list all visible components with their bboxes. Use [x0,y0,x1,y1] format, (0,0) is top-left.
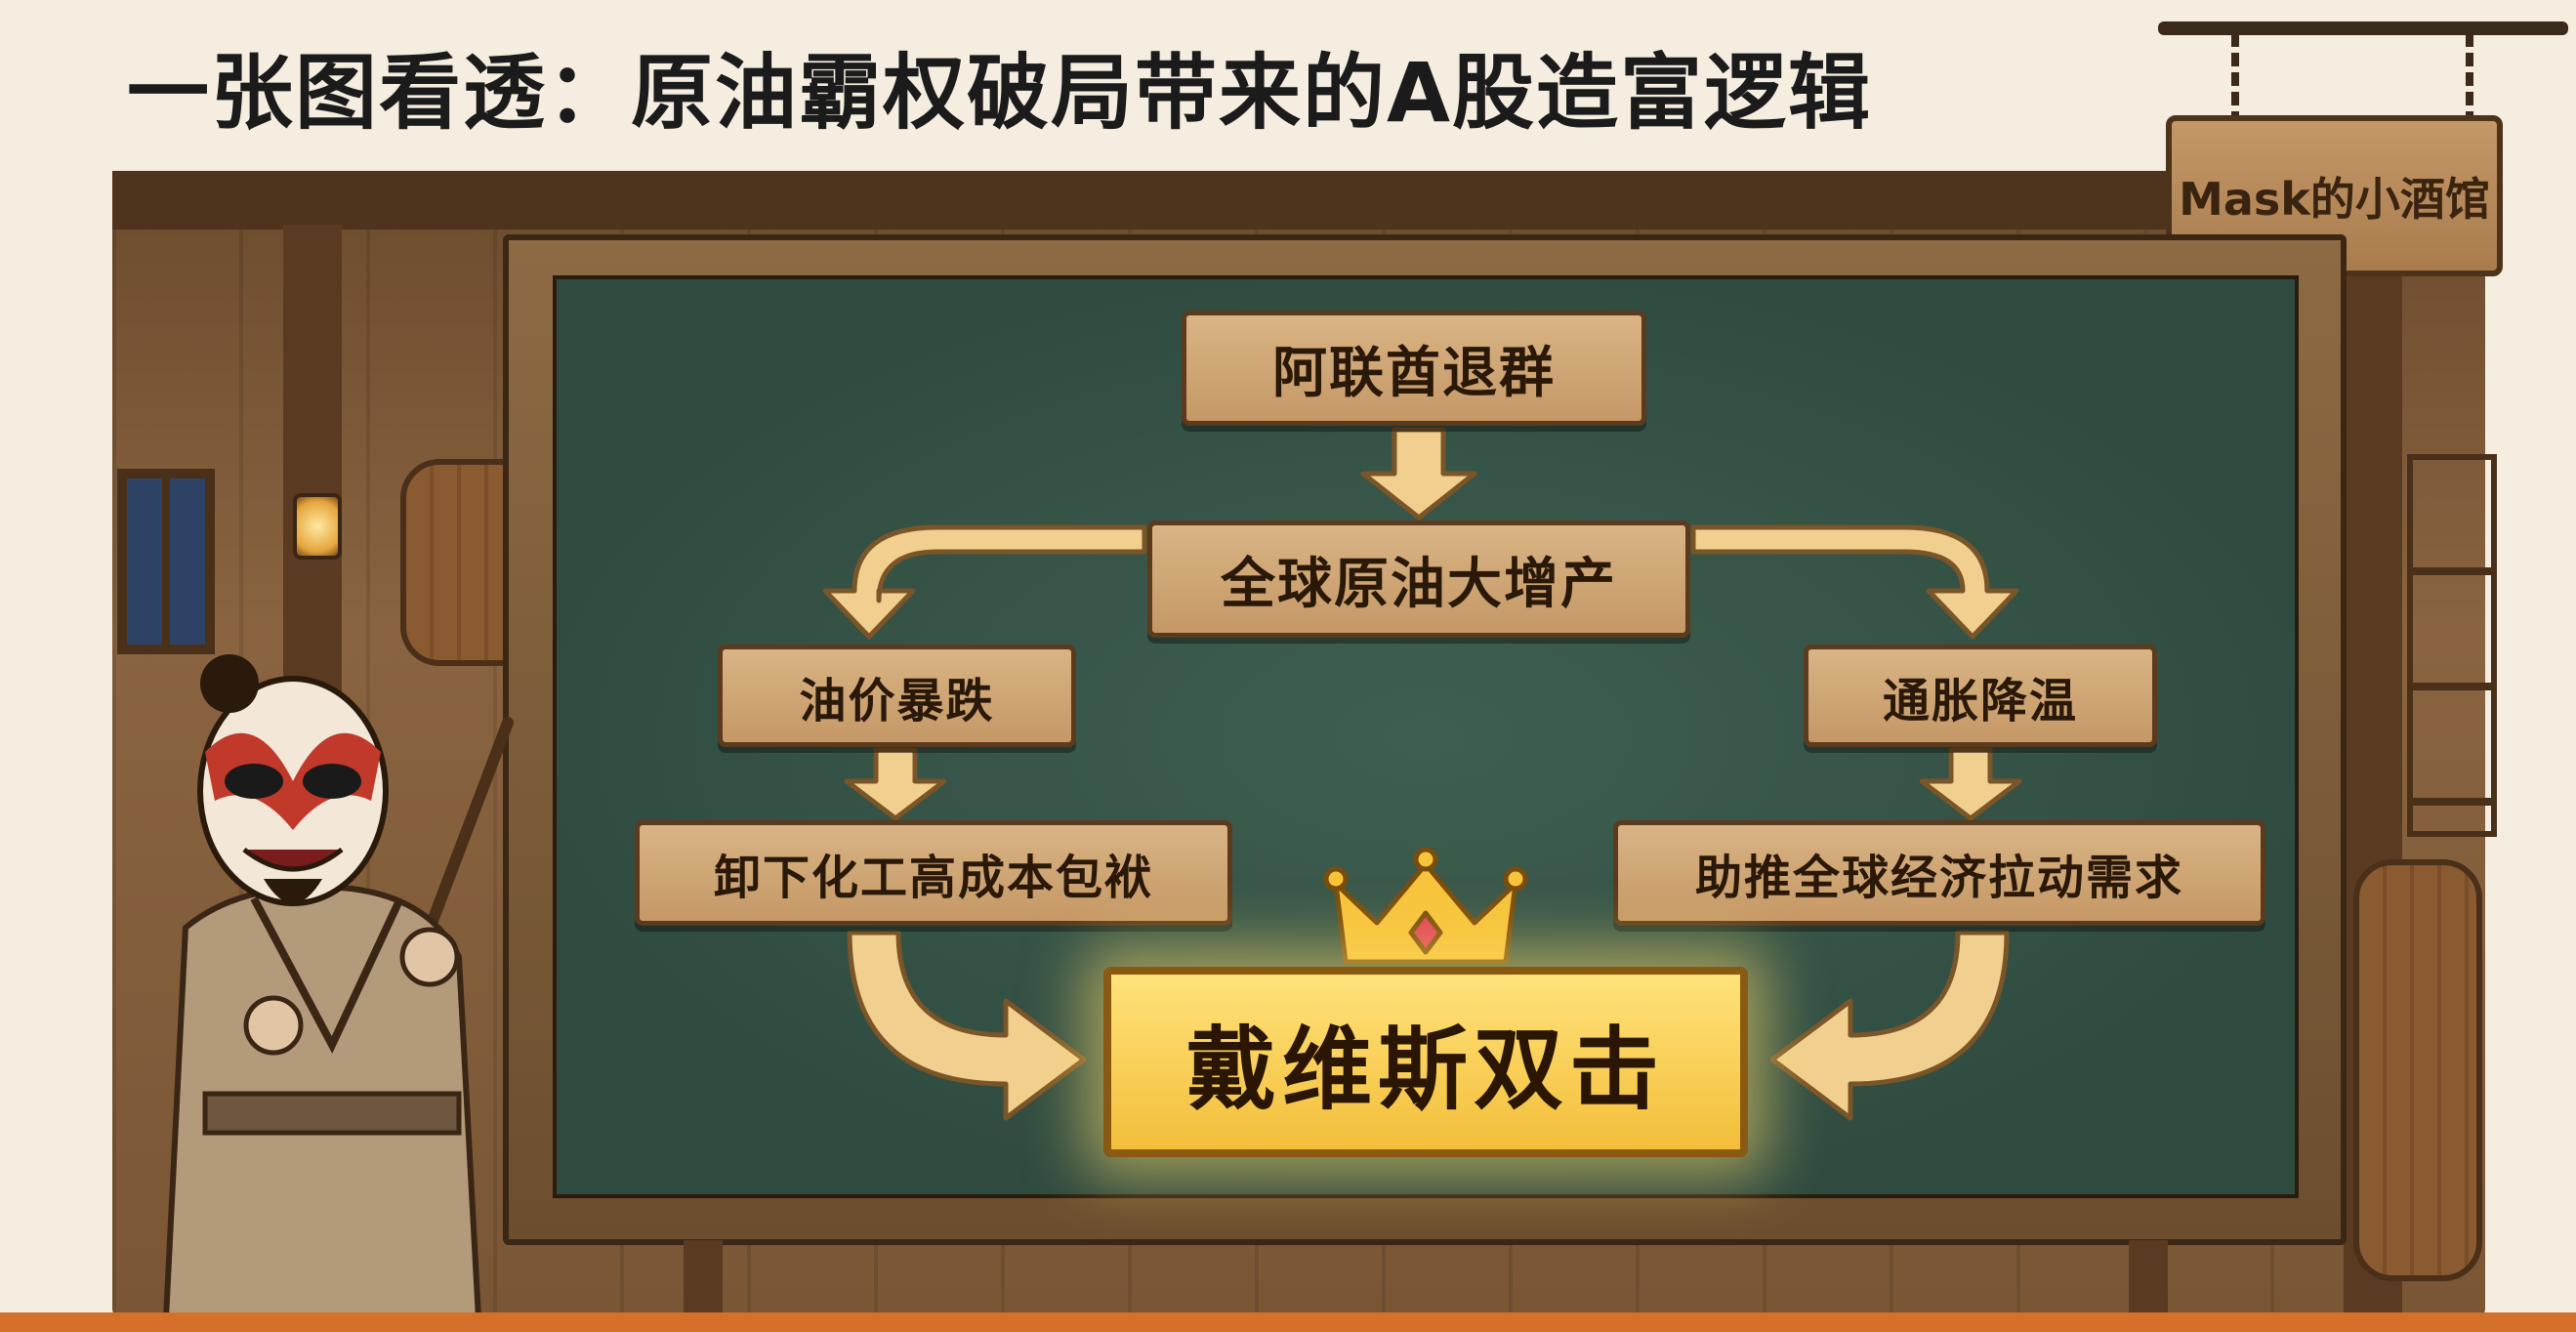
arrow-uae-to-supply [1360,427,1477,520]
node-uae-exit: 阿联酋退群 [1182,311,1646,426]
barrel-right [2353,859,2482,1281]
arrow-supply-to-inflation [1690,524,2019,640]
teacher-figure [162,654,514,1318]
sign-hanging-pole [2158,21,2568,35]
node-davis-double-play: 戴维斯双击 [1103,967,1748,1157]
node-global-demand-boost: 助推全球经济拉动需求 [1613,820,2265,926]
arrow-demand-to-result [1769,930,2010,1121]
crown-icon [1323,847,1528,965]
wall-lamp-icon [293,493,342,560]
arrow-infl-to-demand [1919,747,2022,821]
node-oil-price-crash: 油价暴跌 [718,645,1076,747]
ceiling-beam [112,171,2485,229]
arrow-oil-to-chem [844,747,947,821]
arrow-supply-to-oil [822,524,1147,640]
sign-chain-left [2231,33,2239,141]
node-global-oil-supply: 全球原油大增产 [1147,520,1690,638]
easel-leg-left [684,1240,723,1318]
node-chemical-cost-relief: 卸下化工高成本包袱 [635,820,1232,926]
bottle-shelf [2407,454,2497,837]
sign-chain-right [2466,33,2473,141]
bottom-accent-bar [0,1312,2576,1332]
tavern-window [117,469,215,654]
node-inflation-cooling: 通胀降温 [1804,645,2157,747]
easel-leg-right [2129,1240,2168,1318]
page-title: 一张图看透：原油霸权破局带来的A股造富逻辑 [127,45,1873,141]
arrow-chem-to-result [847,930,1087,1121]
